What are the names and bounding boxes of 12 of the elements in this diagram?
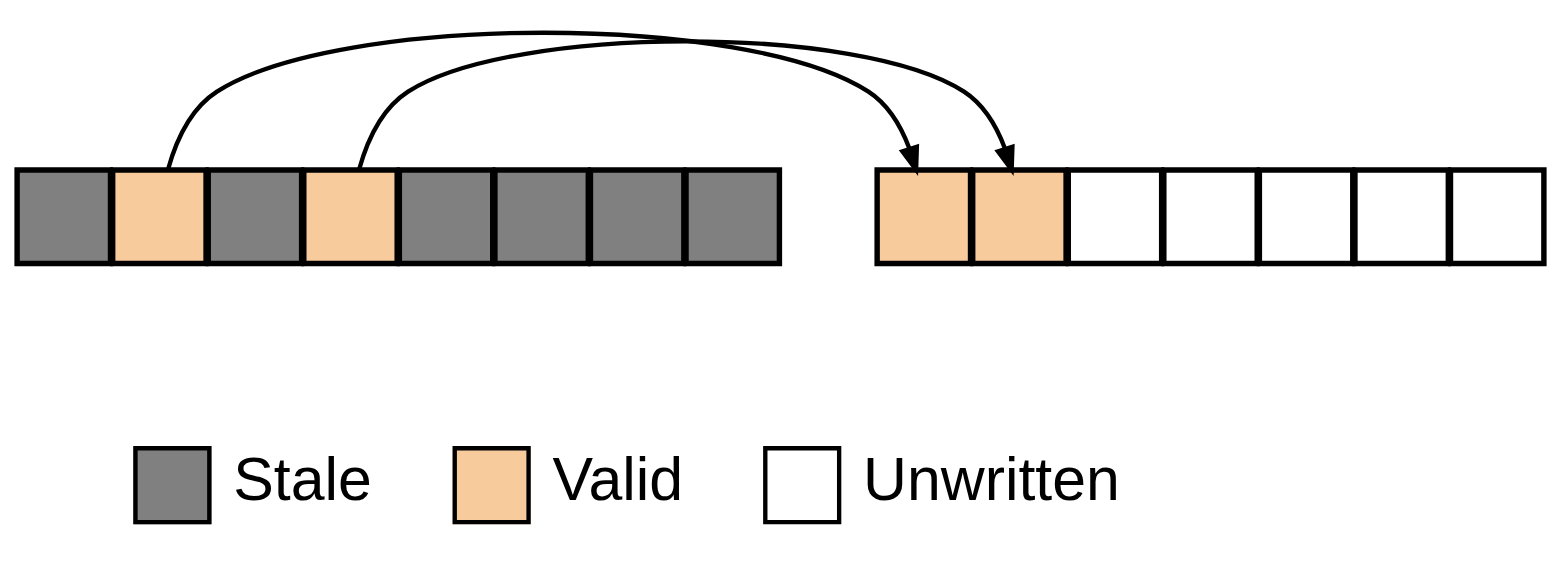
legend-label: Valid [552, 444, 684, 513]
node-box [970, 166, 1069, 266]
node-box [1447, 166, 1547, 266]
node-box [683, 166, 783, 266]
legend-label: Stale [233, 444, 372, 513]
arrow [165, 30, 920, 176]
node-box [1161, 166, 1260, 266]
node-box [109, 166, 209, 266]
node-box [492, 166, 591, 266]
node-box [301, 166, 400, 266]
arrow [356, 38, 1015, 176]
legend-label: Unwritten [863, 444, 1120, 513]
